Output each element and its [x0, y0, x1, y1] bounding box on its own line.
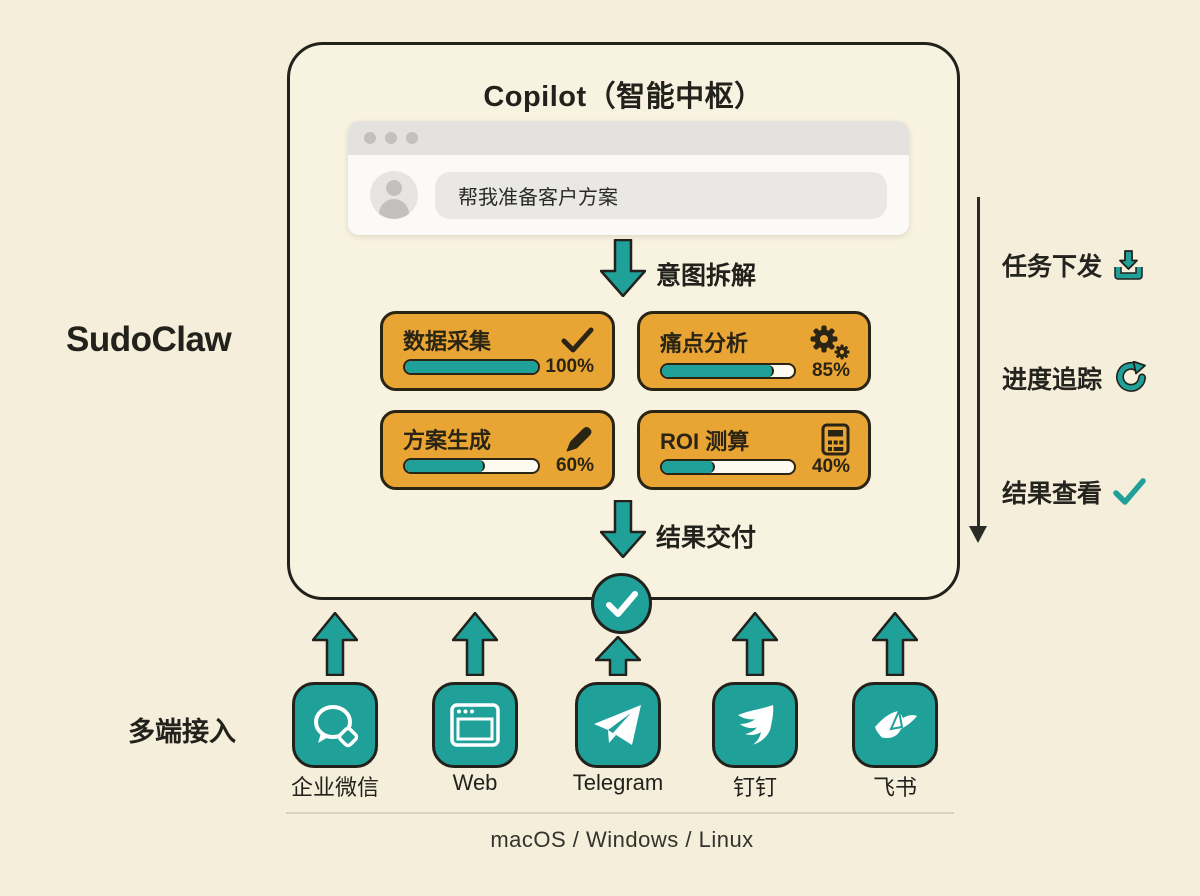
arrow-down-icon — [600, 500, 646, 558]
gears-icon — [810, 325, 850, 360]
progress-bar — [403, 458, 540, 474]
channel-label-telegram: Telegram — [572, 770, 664, 795]
browser-titlebar — [348, 121, 909, 155]
check-icon — [605, 590, 638, 617]
channel-tile-dingtalk — [712, 682, 798, 768]
web-browser-icon — [450, 703, 500, 747]
intent-split-label: 意图拆解 — [656, 262, 757, 290]
task-card: ROI 测算 40% — [637, 410, 871, 490]
rail-item-view-results: 结果查看 — [1002, 474, 1146, 510]
rail-item-progress-tracking: 进度追踪 — [1002, 360, 1147, 396]
rail-item-label: 任务下发 — [1002, 253, 1103, 281]
window-control-dot[interactable] — [385, 132, 397, 144]
download-icon — [1114, 250, 1143, 280]
rail-item-task-dispatch: 任务下发 — [1002, 247, 1144, 283]
platforms-label: macOS / Windows / Linux — [490, 827, 754, 852]
task-name: 方案生成 — [403, 428, 492, 453]
rail-item-label: 进度追踪 — [1002, 366, 1103, 394]
rail-item-label: 结果查看 — [1002, 480, 1103, 508]
progress-percent: 60% — [555, 455, 594, 476]
check-icon — [561, 327, 594, 353]
task-card: 痛点分析 — [637, 311, 871, 391]
chat-input[interactable]: 帮我准备客户方案 — [435, 171, 887, 219]
result-delivery-label: 结果交付 — [656, 524, 757, 552]
channel-tile-feishu — [852, 682, 938, 768]
channel-label-web: Web — [452, 770, 498, 795]
progress-bar — [660, 459, 796, 475]
channel-tile-telegram — [575, 682, 661, 768]
telegram-icon — [594, 705, 641, 745]
pencil-icon — [566, 426, 592, 451]
task-name: 数据采集 — [403, 329, 492, 354]
rail-arrowhead-icon — [969, 526, 987, 543]
calculator-icon — [821, 423, 850, 456]
dingtalk-icon — [738, 705, 774, 745]
task-card: 方案生成 60% — [380, 410, 615, 490]
copilot-hub-box: Copilot（智能中枢） 帮我准备客户方案 意图拆解 数据采集 — [287, 42, 960, 634]
progress-percent: 85% — [811, 360, 850, 381]
window-control-dot[interactable] — [364, 132, 376, 144]
arrow-down-icon — [600, 239, 646, 297]
user-avatar — [370, 171, 418, 219]
channel-label-dingtalk: 钉钉 — [732, 775, 777, 800]
arrow-up-icon — [312, 612, 358, 676]
footer-divider — [286, 812, 954, 814]
multi-channel-label: 多端接入 — [128, 717, 236, 747]
rail-flow-line — [977, 197, 980, 527]
hub-title: Copilot（智能中枢） — [483, 81, 764, 113]
arrow-up-icon — [872, 612, 918, 676]
refresh-icon — [1116, 361, 1147, 392]
channel-label-wechat-work: 企业微信 — [290, 775, 379, 800]
progress-bar — [660, 363, 796, 379]
arrow-up-icon — [595, 636, 641, 676]
task-name: ROI 测算 — [660, 428, 750, 454]
check-icon — [1113, 478, 1146, 505]
progress-percent: 40% — [811, 456, 850, 477]
progress-bar — [403, 359, 540, 375]
wechat-work-icon — [314, 705, 359, 748]
task-card: 数据采集 100% — [380, 311, 615, 391]
arrow-up-icon — [452, 612, 498, 676]
channel-label-feishu: 飞书 — [872, 775, 917, 800]
feishu-icon — [875, 707, 917, 739]
channel-tile-web — [432, 682, 518, 768]
task-card-grid: 数据采集 100% 痛点分析 — [380, 311, 871, 490]
browser-window: 帮我准备客户方案 — [348, 121, 909, 235]
task-name: 痛点分析 — [660, 331, 749, 356]
progress-percent: 100% — [545, 356, 594, 377]
window-control-dot[interactable] — [406, 132, 418, 144]
completion-check-badge — [591, 573, 652, 634]
browser-body: 帮我准备客户方案 — [348, 155, 909, 235]
arrow-up-icon — [732, 612, 778, 676]
product-name: SudoClaw — [66, 320, 232, 359]
channel-tile-wechat-work — [292, 682, 378, 768]
